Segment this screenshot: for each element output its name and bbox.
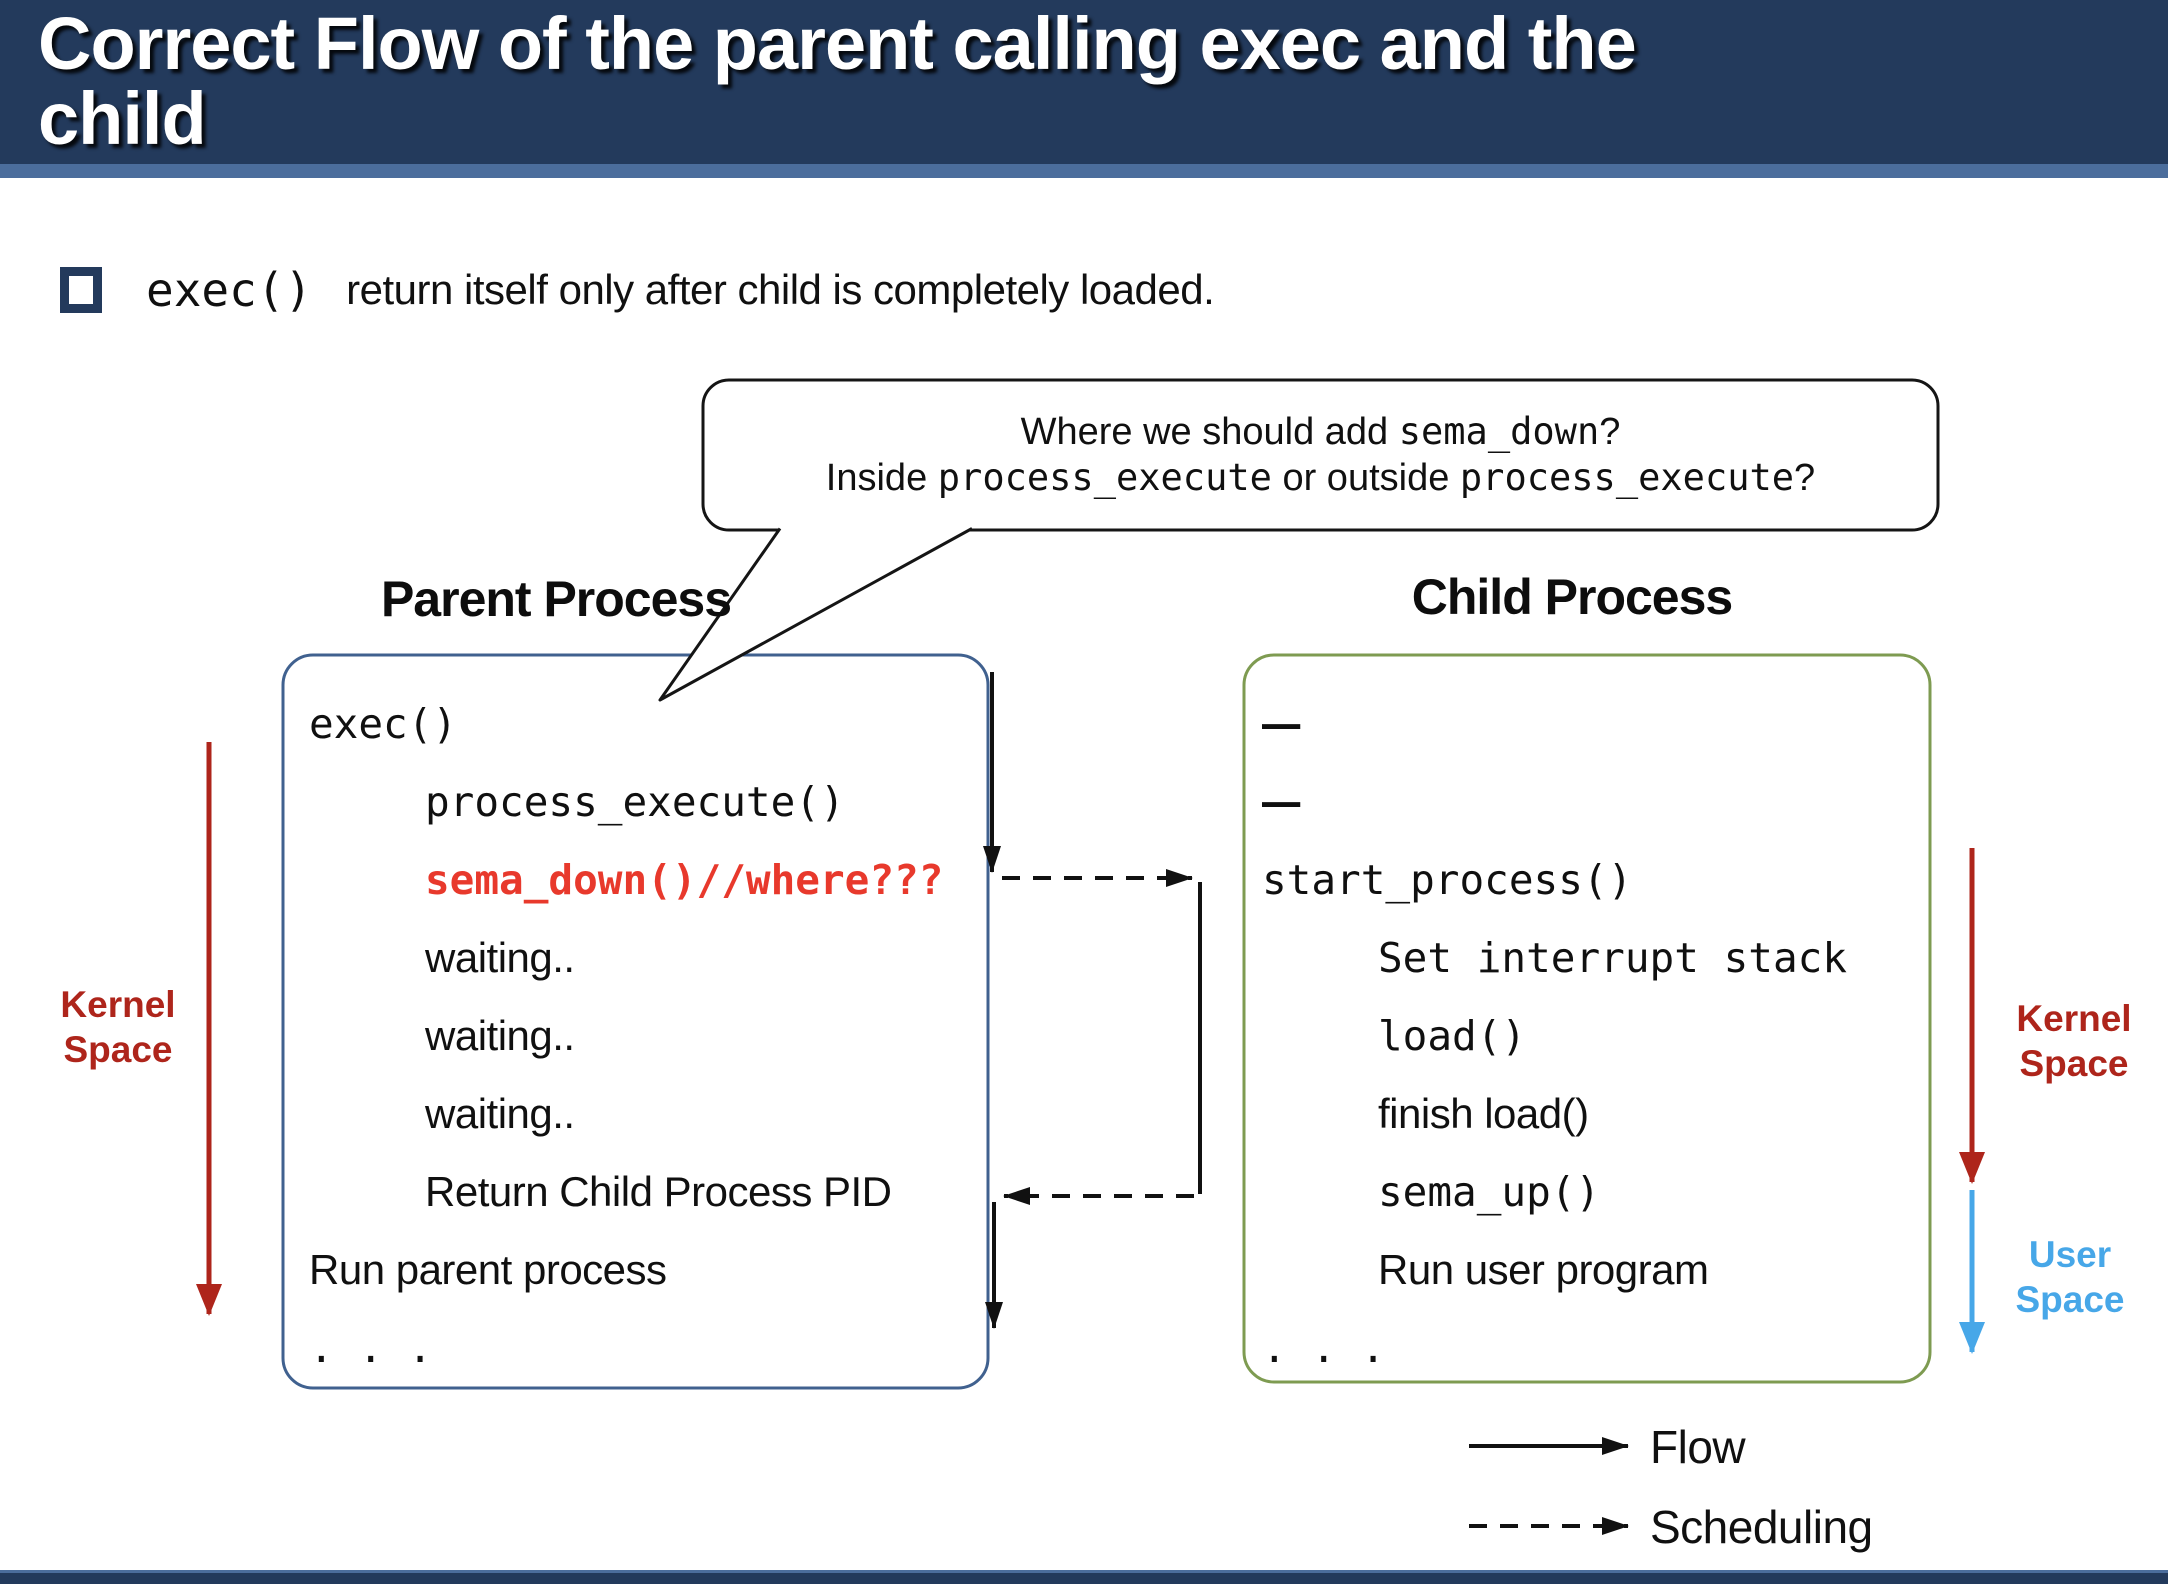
legend-scheduling-label: Scheduling	[1650, 1501, 1873, 1553]
callout-line1-code: sema_down	[1398, 410, 1600, 453]
parent-process-heading: Parent Process	[380, 571, 732, 627]
code-line: exec()	[309, 700, 458, 748]
child-process-heading: Child Process	[1411, 569, 1733, 625]
bullet-square-icon	[60, 267, 102, 313]
code-line: start_process()	[1262, 856, 1633, 904]
code-line: load()	[1378, 1012, 1527, 1060]
legend-flow-label: Flow	[1650, 1421, 1746, 1473]
code-line: . . .	[309, 1324, 433, 1372]
code-line: Return Child Process PID	[425, 1168, 892, 1215]
user-space-right-line2: Space	[2015, 1279, 2125, 1320]
code-line: . . .	[1262, 1324, 1386, 1372]
page-title-line1: Correct Flow of the parent calling exec …	[38, 2, 1637, 85]
kernel-space-right-line2: Space	[2019, 1043, 2129, 1084]
bottom-bar	[0, 1570, 2168, 1584]
code-line: finish load()	[1378, 1090, 1589, 1137]
code-line: Run user program	[1378, 1246, 1709, 1293]
child-process-box	[1242, 653, 1932, 1384]
callout-line2: Inside process_execute or outside proces…	[826, 455, 1815, 501]
user-space-right-line1: User	[2028, 1234, 2112, 1275]
callout-line2-qmark: ?	[1794, 457, 1816, 499]
bullet-row: exec() return itself only after child is…	[60, 260, 1215, 320]
code-line: —	[1262, 778, 1301, 826]
bullet-text: return itself only after child is comple…	[346, 266, 1215, 313]
code-line: sema_down()//where???	[425, 856, 944, 904]
code-line: Run parent process	[309, 1246, 667, 1293]
callout-tail	[658, 527, 973, 702]
callout-line1-text: Where we should add	[1020, 411, 1399, 453]
page-title-line2: child	[38, 77, 207, 160]
user-space-label-right: User Space	[1980, 1232, 2160, 1322]
parent-process-lines: exec() process_execute() sema_down()//wher…	[309, 685, 969, 1387]
kernel-space-left-line2: Space	[63, 1029, 173, 1070]
code-line: process_execute()	[425, 778, 845, 826]
code-line: sema_up()	[1378, 1168, 1601, 1216]
callout-line1-qmark: ?	[1599, 411, 1621, 453]
callout-line2-code1: process_execute	[937, 456, 1272, 499]
kernel-space-right-line1: Kernel	[2016, 998, 2132, 1039]
child-process-lines: — — start_process() Set interrupt stack load…	[1262, 685, 1912, 1387]
callout-line1: Where we should add sema_down?	[1021, 409, 1621, 455]
callout-line2-code2: process_execute	[1459, 456, 1795, 499]
kernel-space-left-line1: Kernel	[60, 984, 176, 1025]
page-title: Correct Flow of the parent calling exec …	[38, 6, 2118, 156]
code-line: waiting..	[425, 1090, 575, 1137]
kernel-space-label-right: Kernel Space	[1984, 996, 2164, 1086]
bullet-code: exec()	[146, 263, 313, 317]
callout-line2-text1: Inside	[825, 457, 938, 499]
callout-line2-text2: or outside	[1271, 457, 1460, 499]
title-strip	[0, 164, 2168, 178]
callout-text: Where we should add sema_down? Inside pr…	[703, 388, 1938, 522]
code-line: waiting..	[425, 1012, 575, 1059]
parent-process-box	[281, 653, 990, 1390]
kernel-space-label-left: Kernel Space	[28, 982, 208, 1072]
code-line: Set interrupt stack	[1378, 934, 1847, 982]
callout-bubble	[701, 378, 1940, 532]
title-bar	[0, 0, 2168, 164]
code-line: —	[1262, 700, 1301, 748]
code-line: waiting..	[425, 934, 575, 981]
